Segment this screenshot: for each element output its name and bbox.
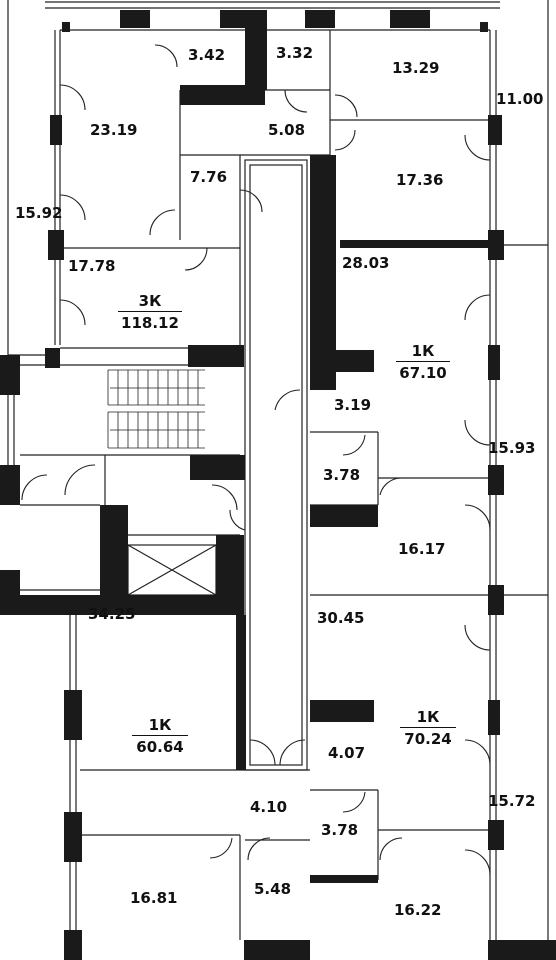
room-area-label: 15.93 [488, 439, 536, 457]
door-arcs [21, 44, 491, 876]
room-area-label: 3.78 [323, 466, 361, 484]
apartment-label-3k: 3К 118.12 [118, 292, 182, 332]
room-area-label: 13.29 [392, 59, 440, 77]
apartment-type: 1К [132, 716, 188, 736]
room-area-label: 5.08 [268, 121, 306, 139]
room-area-label: 16.81 [130, 889, 178, 907]
room-area-label: 23.19 [90, 121, 138, 139]
apartment-area: 118.12 [121, 314, 179, 332]
walls [0, 10, 556, 960]
apartment-area: 67.10 [399, 364, 447, 382]
room-area-label: 34.25 [88, 605, 136, 623]
room-area-label: 11.00 [496, 90, 544, 108]
room-area-label: 28.03 [342, 254, 390, 272]
room-area-label: 3.19 [334, 396, 372, 414]
room-area-label: 4.07 [328, 744, 366, 762]
apartment-type: 1К [400, 708, 456, 728]
apartment-label-1k-a: 1К 67.10 [396, 342, 450, 382]
elevator [127, 544, 217, 596]
room-area-label: 15.92 [15, 204, 63, 222]
stairs [107, 369, 205, 449]
apartment-type: 1К [396, 342, 450, 362]
room-area-label: 3.32 [276, 44, 314, 62]
room-area-label: 30.45 [317, 609, 365, 627]
room-area-label: 17.78 [68, 257, 116, 275]
room-area-label: 5.48 [254, 880, 292, 898]
apartment-area: 60.64 [136, 738, 184, 756]
room-area-label: 16.22 [394, 901, 442, 919]
room-area-label: 7.76 [190, 168, 228, 186]
apartment-label-1k-b: 1К 60.64 [132, 716, 188, 756]
room-area-label: 3.42 [188, 46, 226, 64]
room-area-label: 16.17 [398, 540, 446, 558]
room-area-label: 17.36 [396, 171, 444, 189]
apartment-type: 3К [118, 292, 182, 312]
room-area-label: 4.10 [250, 798, 288, 816]
apartment-label-1k-c: 1К 70.24 [400, 708, 456, 748]
apartment-area: 70.24 [404, 730, 452, 748]
room-area-label: 3.78 [321, 821, 359, 839]
room-area-label: 15.72 [488, 792, 536, 810]
